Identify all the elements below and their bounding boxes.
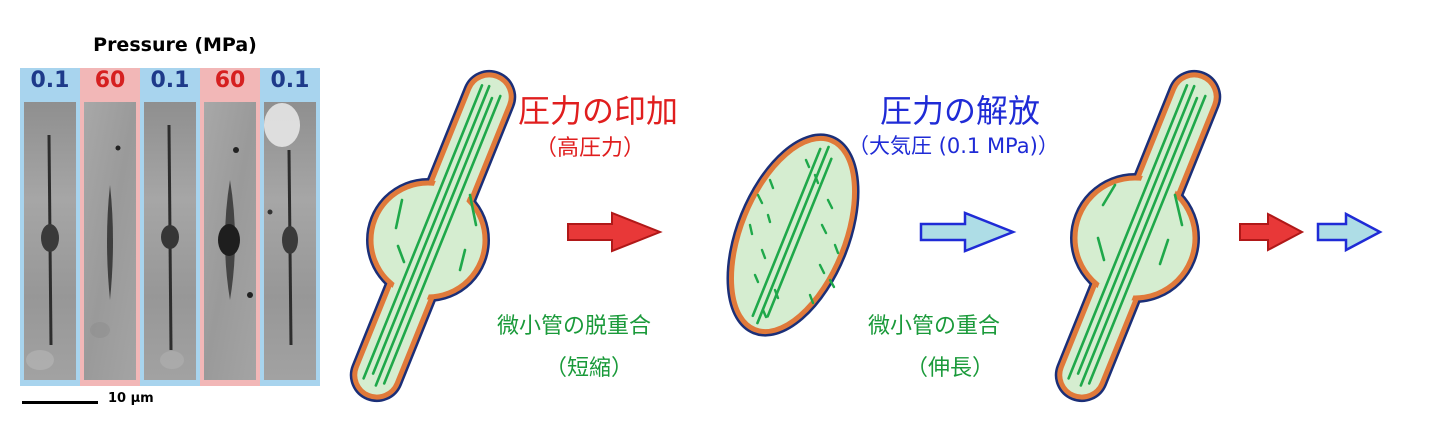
pressure-title: Pressure (MPa) <box>93 34 257 56</box>
polymerization-label: 微小管の重合 <box>868 314 1001 339</box>
scale-bar-label: 10 µm <box>108 391 154 406</box>
pressure-apply-subtitle: （高圧力） <box>535 136 646 161</box>
pressure-label-3: 0.1 <box>150 68 190 93</box>
arrow-cycle-blue <box>1316 211 1383 253</box>
depolymerization-sublabel: （短縮） <box>545 356 634 381</box>
scale-bar <box>22 401 98 404</box>
arrow-pressure-release <box>919 211 1017 253</box>
cell-elongated-2 <box>1054 69 1222 403</box>
cell-elongated-1 <box>349 69 517 403</box>
pressure-label-5: 0.1 <box>270 68 310 93</box>
cell-shortened <box>726 133 860 337</box>
pressure-apply-title: 圧力の印加 <box>518 92 679 130</box>
pressure-label-4: 60 <box>214 68 246 93</box>
arrow-pressure-apply <box>567 211 663 253</box>
pressure-label-2: 60 <box>94 68 126 93</box>
arrow-cycle-red <box>1239 212 1305 252</box>
pressure-release-subtitle: （大気圧 (0.1 MPa)） <box>848 134 1059 158</box>
pressure-label-1: 0.1 <box>30 68 70 93</box>
depolymerization-label: 微小管の脱重合 <box>497 314 652 339</box>
polymerization-sublabel: （伸長） <box>906 356 995 381</box>
micrograph-images <box>24 102 316 380</box>
pressure-release-title: 圧力の解放 <box>880 92 1041 130</box>
